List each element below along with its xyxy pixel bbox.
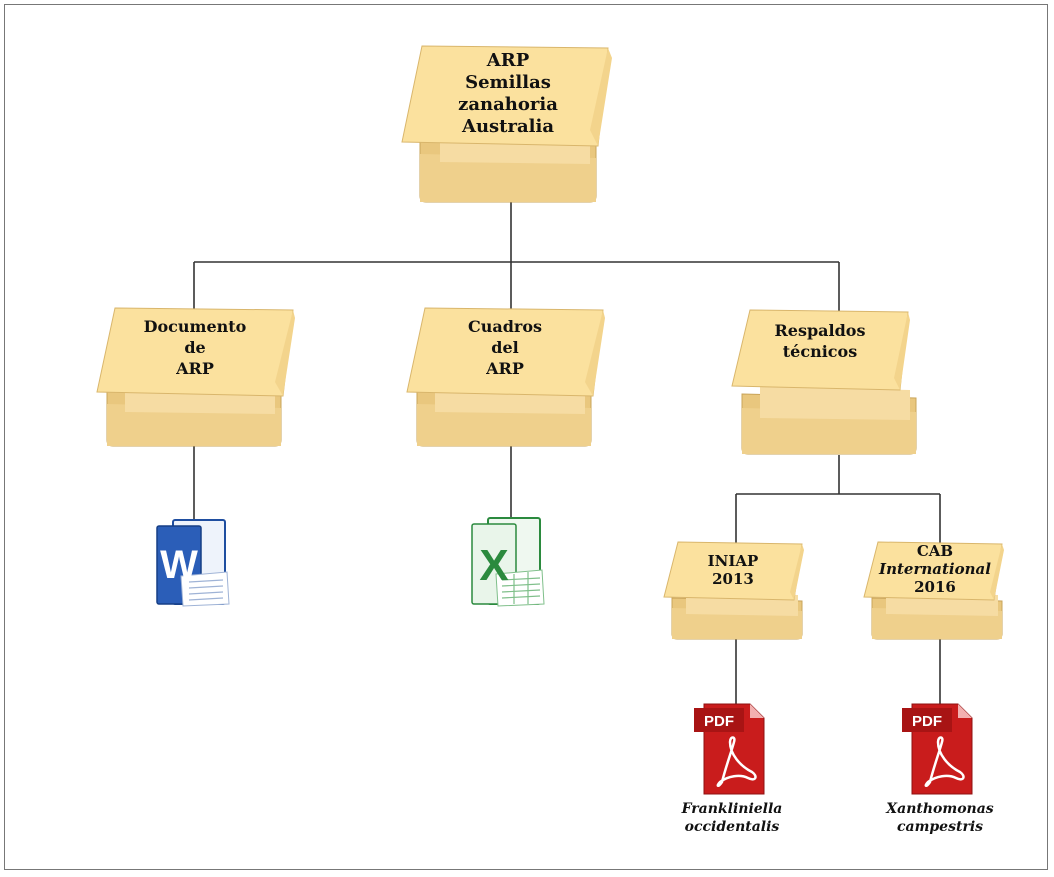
cuadros-label-line: Cuadros	[467, 317, 543, 336]
root-label-line: Australia	[462, 116, 554, 137]
root-label-line: ARP	[486, 50, 530, 71]
respaldos-label-line: Respaldos	[774, 321, 866, 340]
folder-arp-semillas[interactable]: ARP Semillas zanahoria Australia	[400, 44, 616, 204]
folder-cuadros-arp[interactable]: Cuadros del ARP	[405, 306, 605, 448]
caption-line: occidentalis	[684, 819, 780, 835]
cab-label-line: CAB	[916, 542, 954, 560]
caption-line: Frankliniella	[681, 801, 783, 817]
iniap-label-line: INIAP	[707, 552, 759, 570]
caption-line: campestris	[896, 819, 984, 835]
word-document-icon[interactable]: W	[155, 516, 231, 608]
documento-label-line: de	[184, 338, 206, 357]
folder-icon	[731, 309, 917, 455]
folder-icon	[96, 307, 295, 447]
folder-icon	[663, 541, 804, 640]
iniap-label-line: 2013	[712, 570, 754, 588]
folder-documento-arp[interactable]: Documento de ARP	[95, 306, 295, 448]
folder-iniap-2013[interactable]: INIAP 2013	[662, 540, 812, 640]
root-label-line: Semillas	[465, 72, 551, 93]
cuadros-label-line: ARP	[486, 359, 524, 378]
caption-line: Xanthomonas	[886, 801, 994, 817]
root-label-line: zanahoria	[458, 94, 558, 115]
documento-label-line: ARP	[176, 359, 214, 378]
documento-label-line: Documento	[143, 317, 247, 336]
folder-respaldos-tecnicos[interactable]: Respaldos técnicos	[730, 308, 930, 456]
respaldos-label-line: técnicos	[782, 342, 858, 361]
cab-label-line: 2016	[914, 578, 956, 596]
folder-icon	[406, 307, 605, 447]
pdf-icon[interactable]: PDF	[692, 702, 770, 796]
cuadros-label-line: del	[491, 338, 519, 357]
excel-letter: X	[479, 541, 508, 590]
pdf-icon[interactable]: PDF	[900, 702, 978, 796]
cab-label-line: International	[879, 560, 991, 578]
pdf-badge: PDF	[704, 713, 734, 730]
folder-icon	[863, 541, 1004, 640]
excel-spreadsheet-icon[interactable]: X	[470, 514, 546, 608]
pdf-badge: PDF	[912, 713, 942, 730]
word-letter: W	[160, 543, 198, 587]
folder-cab-international-2016[interactable]: CAB International 2016	[862, 540, 1012, 640]
folder-icon	[401, 45, 612, 203]
caption-xanthomonas: Xanthomonas campestris	[860, 800, 1020, 836]
caption-frankliniella: Frankliniella occidentalis	[652, 800, 812, 836]
